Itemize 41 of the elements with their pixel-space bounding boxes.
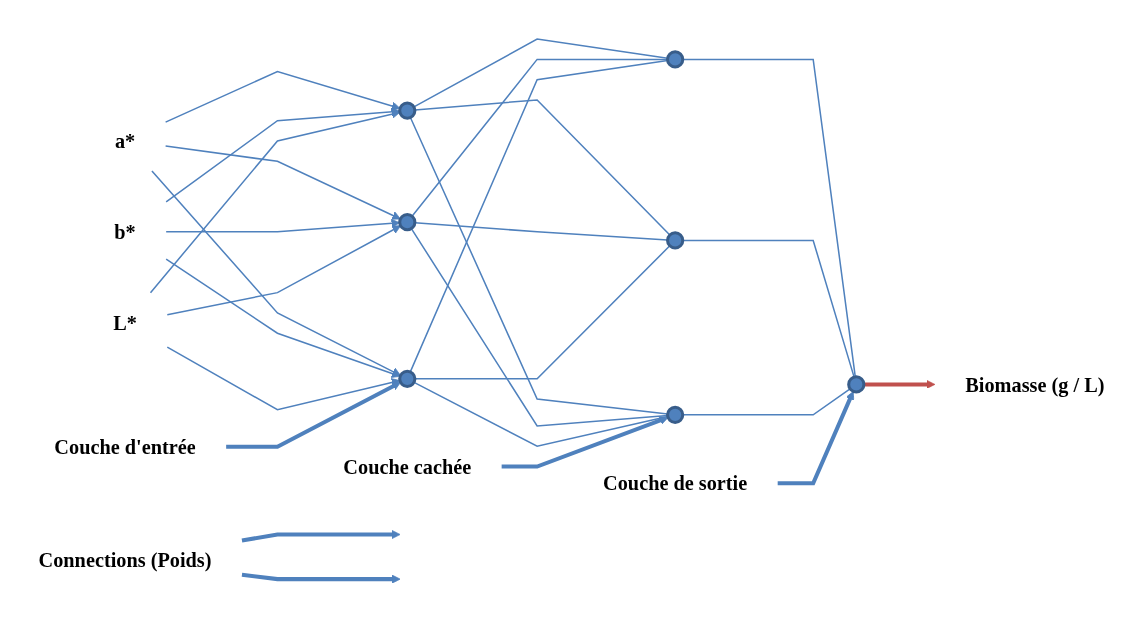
arrow: [226, 382, 401, 449]
neuron-circle: [847, 375, 866, 394]
arrow: [151, 170, 401, 376]
node-label: b*: [114, 220, 136, 243]
node-label: Connections (Poids): [38, 549, 212, 572]
node-label: Biomasse (g / L): [965, 373, 1105, 396]
neuron-circle: [666, 405, 685, 424]
connector-line: [413, 38, 669, 108]
arrow: [241, 572, 401, 584]
node-label: Couche cachée: [343, 455, 472, 478]
connector-line: [411, 58, 669, 217]
arrow: [863, 380, 936, 389]
arrow: [165, 258, 401, 378]
connector-line: [682, 388, 851, 416]
arrow: [165, 218, 401, 233]
neuron-circle: [398, 101, 417, 120]
arrow: [164, 70, 401, 123]
neuron-circle: [666, 231, 685, 250]
connector-line: [414, 245, 671, 380]
arrow: [164, 145, 401, 220]
arrow: [777, 391, 855, 486]
connector-line: [414, 222, 669, 241]
connector-line: [409, 59, 669, 373]
arrow: [149, 109, 401, 294]
arrow: [241, 530, 401, 543]
arrow: [166, 225, 401, 316]
arrow: [501, 416, 669, 469]
connector-line: [682, 239, 855, 378]
connector-line: [410, 227, 669, 427]
connector-line: [414, 99, 671, 236]
connector-line: [409, 116, 669, 415]
node-label: Couche d'entrée: [54, 435, 196, 458]
neuron-circle: [398, 369, 417, 388]
node-label: L*: [113, 311, 137, 335]
node-label: a*: [114, 129, 136, 152]
neuron-circle: [666, 50, 685, 69]
node-label: Couche de sortie: [603, 472, 748, 495]
arrow: [166, 346, 401, 411]
neuron-circle: [398, 213, 417, 232]
connector-line: [413, 381, 669, 448]
connector-line: [682, 58, 857, 378]
